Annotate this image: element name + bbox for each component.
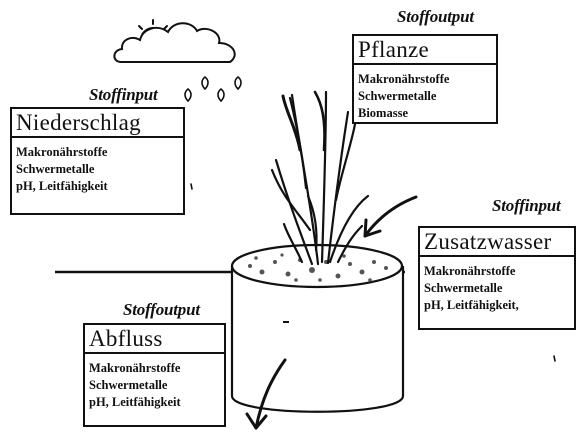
box-title-abfluss: Abfluss	[85, 325, 224, 354]
flow-label-zusatzwasser: Stoffinput	[492, 196, 561, 216]
raindrops-icon	[185, 77, 241, 101]
pot-icon	[232, 245, 403, 412]
box-zusatzwasser: Zusatzwasser Makronährstoffe Schwermetal…	[418, 226, 576, 330]
box-abfluss: Abfluss Makronährstoffe Schwermetalle pH…	[83, 323, 226, 427]
flow-label-abfluss: Stoffoutput	[123, 300, 200, 320]
box-item: Schwermetalle	[424, 280, 570, 297]
box-item: Schwermetalle	[89, 377, 220, 394]
box-item: Schwermetalle	[16, 161, 179, 178]
box-items-zusatzwasser: Makronährstoffe Schwermetalle pH, Leitfä…	[420, 257, 574, 318]
box-item: pH, Leitfähigkeit,	[424, 297, 570, 314]
box-pflanze: Pflanze Makronährstoffe Schwermetalle Bi…	[352, 34, 498, 124]
flow-label-niederschlag: Stoffinput	[89, 85, 158, 105]
box-title-niederschlag: Niederschlag	[12, 109, 183, 138]
box-item: Biomasse	[358, 105, 492, 122]
box-title-zusatzwasser: Zusatzwasser	[420, 228, 574, 257]
box-item: pH, Leitfähigkeit	[89, 394, 220, 411]
box-item: Schwermetalle	[358, 88, 492, 105]
box-niederschlag: Niederschlag Makronährstoffe Schwermetal…	[10, 107, 185, 215]
box-items-pflanze: Makronährstoffe Schwermetalle Biomasse	[354, 65, 496, 126]
box-items-abfluss: Makronährstoffe Schwermetalle pH, Leitfä…	[85, 354, 224, 415]
box-title-pflanze: Pflanze	[354, 36, 496, 65]
box-item: pH, Leitfähigkeit	[16, 178, 179, 195]
box-item: Makronährstoffe	[89, 360, 220, 377]
arrow-icon	[365, 197, 416, 236]
box-item: Makronährstoffe	[16, 144, 179, 161]
box-item: Makronährstoffe	[358, 71, 492, 88]
box-item: Makronährstoffe	[424, 263, 570, 280]
cloud-with-sun-icon	[114, 20, 234, 62]
box-items-niederschlag: Makronährstoffe Schwermetalle pH, Leitfä…	[12, 138, 183, 199]
flow-label-pflanze: Stoffoutput	[397, 7, 474, 27]
